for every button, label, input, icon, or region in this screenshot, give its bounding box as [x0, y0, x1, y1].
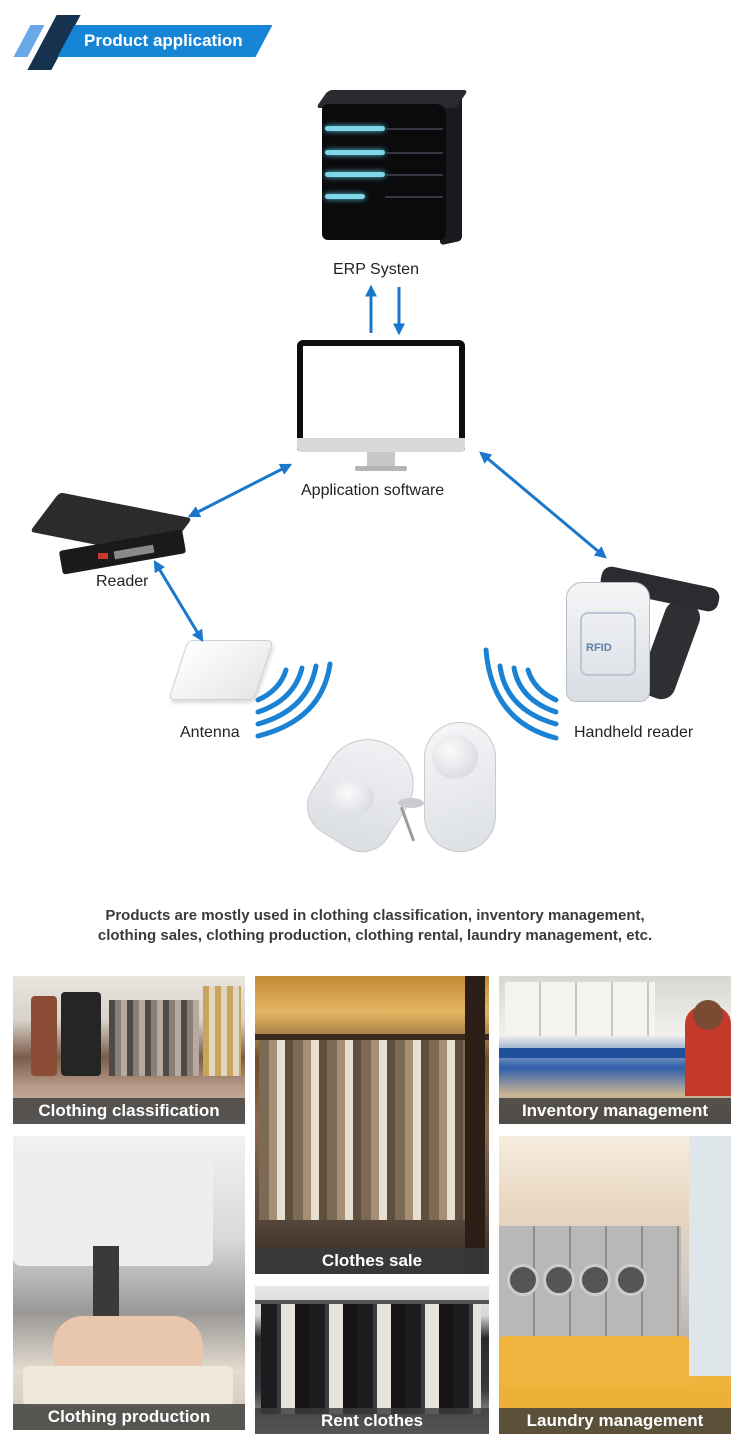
tile-caption: Rent clothes [255, 1408, 489, 1434]
arrow-reader-antenna [153, 559, 204, 643]
section-title: Product application [84, 31, 243, 50]
tile-inventory-management: Inventory management [499, 976, 731, 1124]
tile-caption: Inventory management [499, 1098, 731, 1124]
handheld-rfid-print: RFID [586, 642, 612, 654]
reader-label: Reader [96, 573, 149, 590]
handheld-label: Handheld reader [574, 724, 694, 741]
tile-clothing-classification: Clothing classification [13, 976, 245, 1124]
diagram-connectors [153, 284, 607, 741]
arrow-software-reader [187, 463, 293, 518]
tile-caption: Clothes sale [255, 1248, 489, 1274]
tile-clothing-production: Clothing production [13, 1136, 245, 1430]
antenna-label: Antenna [180, 724, 240, 741]
tile-caption: Clothing production [13, 1404, 245, 1430]
software-label: Application software [301, 482, 445, 499]
tile-clothes-sale: Clothes sale [255, 976, 489, 1274]
usage-description-line-2: clothing sales, clothing production, clo… [97, 927, 653, 944]
tile-rent-clothes: Rent clothes [255, 1286, 489, 1434]
tile-caption: Laundry management [499, 1408, 731, 1434]
signal-waves-icon [255, 661, 333, 739]
tile-laundry-management: Laundry management [499, 1136, 731, 1434]
tile-caption: Clothing classification [13, 1098, 245, 1124]
erp-label: ERP Systen [333, 261, 419, 278]
usage-description-line-1: Products are mostly used in clothing cla… [105, 907, 645, 924]
arrow-software-handheld [479, 451, 607, 559]
